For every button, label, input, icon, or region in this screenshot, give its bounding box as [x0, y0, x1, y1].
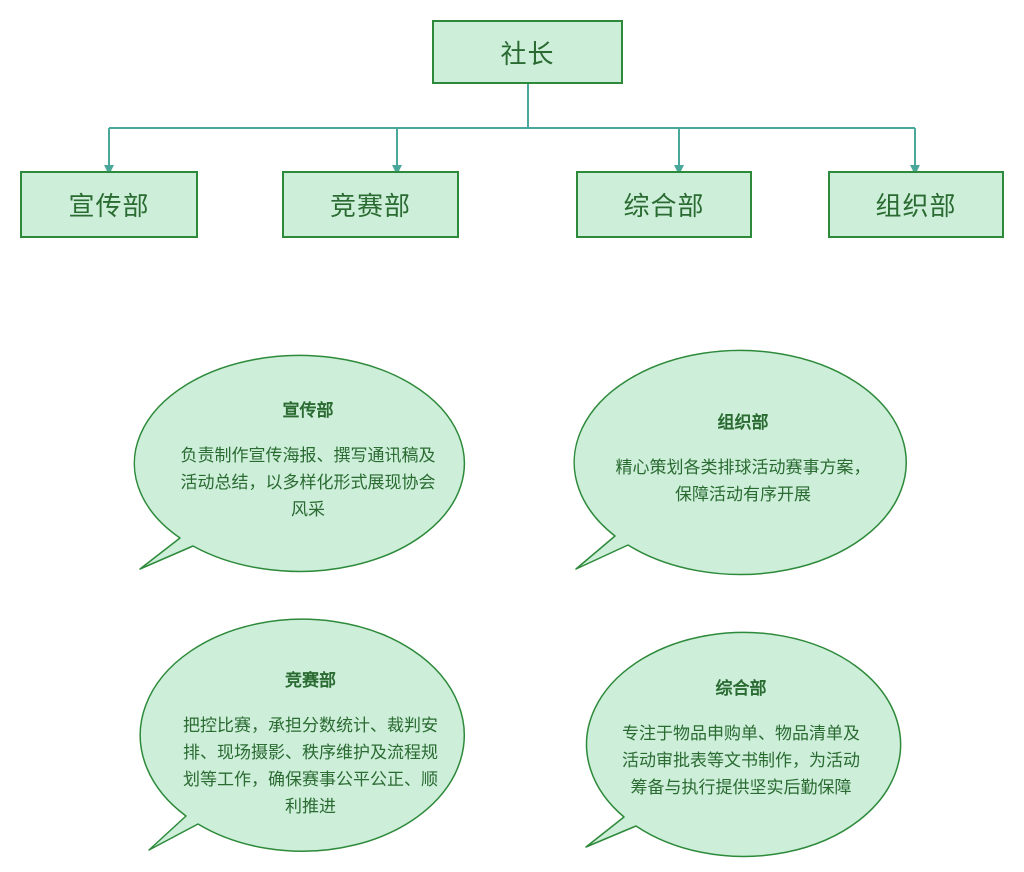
speech-bubble-propaganda: 宣传部 负责制作宣传海报、撰写通讯稿及 活动总结，以多样化形式展现协会 风采	[140, 398, 476, 524]
bubble-line: 利推进	[285, 797, 336, 817]
speech-bubble-general-shape	[585, 631, 902, 858]
dept-node-organization: 组织部	[828, 171, 1004, 238]
speech-bubble-organization-shape	[573, 349, 907, 576]
speech-bubble-competition-shape	[139, 618, 465, 852]
bubble-line: 风采	[291, 500, 325, 520]
speech-bubble-propaganda-shape	[133, 354, 466, 573]
bubble-line: 排、现场摄影、秩序维护及流程规	[183, 743, 438, 763]
root-node-president: 社长	[432, 20, 623, 84]
bubble-line: 把控比赛，承担分数统计、裁判安	[183, 716, 438, 736]
speech-bubble-organization: 组织部 精心策划各类排球活动赛事方案， 保障活动有序开展	[578, 410, 908, 509]
bubble-line: 负责制作宣传海报、撰写通讯稿及	[180, 446, 436, 466]
bubble-line: 专注于物品申购单、物品清单及	[622, 724, 860, 744]
speech-bubble-general: 综合部 专注于物品申购单、物品清单及 活动审批表等文书制作，为活动 筹备与执行提…	[584, 676, 898, 802]
speech-bubble-competition: 竞赛部 把控比赛，承担分数统计、裁判安 排、现场摄影、秩序维护及流程规 划等工作…	[148, 668, 473, 821]
bubble-line: 保障活动有序开展	[675, 485, 811, 505]
bubble-line: 筹备与执行提供坚实后勤保障	[630, 778, 852, 798]
bubble-title: 竞赛部	[285, 671, 336, 691]
dept-node-propaganda: 宣传部	[20, 171, 198, 238]
org-chart-connectors	[104, 84, 920, 175]
bubble-title: 组织部	[717, 413, 769, 433]
bubble-line: 划等工作，确保赛事公平公正、顺	[183, 770, 438, 790]
bubble-title: 综合部	[715, 679, 767, 699]
bubble-line: 活动总结，以多样化形式展现协会	[180, 473, 436, 493]
dept-node-competition: 竞赛部	[282, 171, 459, 238]
bubble-line: 精心策划各类排球活动赛事方案，	[615, 458, 871, 478]
bubble-title: 宣传部	[282, 401, 334, 421]
dept-node-general: 综合部	[576, 171, 752, 238]
bubble-line: 活动审批表等文书制作，为活动	[622, 751, 860, 771]
